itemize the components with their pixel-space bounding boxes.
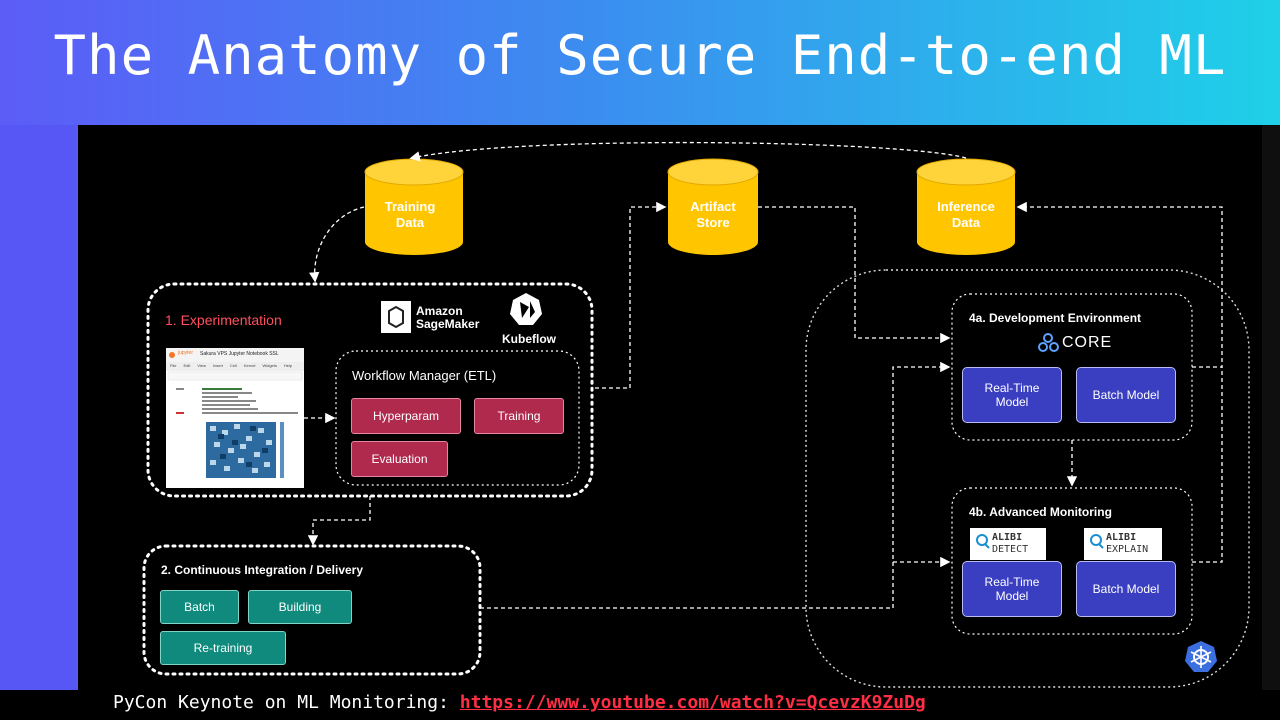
- heatmap-plot: [206, 422, 284, 478]
- training-step: Training: [474, 398, 564, 434]
- footer-bar: PyCon Keynote on ML Monitoring: https://…: [0, 690, 1280, 720]
- dev-environment-boundary: [951, 293, 1193, 441]
- ci-retraining-step: Re-training: [160, 631, 286, 665]
- dev-environment-label: 4a. Development Environment: [969, 311, 1142, 325]
- notebook-brand: jupyter: [178, 350, 194, 356]
- jupyter-notebook-thumbnail: jupyter Sakura VPS Jupyter Notebook SSL …: [166, 348, 304, 488]
- footer-text: PyCon Keynote on ML Monitoring: https://…: [113, 692, 926, 713]
- ci-batch-step: Batch: [160, 590, 239, 624]
- notebook-menu-item: Help: [283, 363, 293, 368]
- notebook-menu-item: File: [170, 363, 177, 368]
- notebook-menu-item: View: [197, 363, 206, 368]
- title-banner: [0, 0, 1280, 125]
- kubeflow-label: Kubeflow: [502, 332, 556, 346]
- hyperparam-step: Hyperparam: [351, 398, 461, 434]
- sagemaker-logo-icon: [381, 301, 411, 333]
- left-accent-strip: [0, 125, 78, 690]
- inference-data-store: [916, 158, 1016, 255]
- artifact-store: [667, 158, 759, 255]
- core-label: CORE: [1062, 334, 1113, 351]
- notebook-menu-item: Edit: [183, 363, 191, 368]
- slide-title: The Anatomy of Secure End-to-end ML: [53, 24, 1227, 87]
- ci-boundary: [142, 544, 482, 676]
- footer-prefix: PyCon Keynote on ML Monitoring:: [113, 692, 460, 713]
- ci-label: 2. Continuous Integration / Delivery: [161, 563, 364, 577]
- training-data-store: [364, 158, 464, 255]
- experimentation-label: 1. Experimentation: [165, 312, 282, 328]
- kubernetes-helm-icon: [1185, 641, 1217, 672]
- ci-building-step: Building: [248, 590, 352, 624]
- alibi-explain-logo: ALIBI EXPLAIN: [1084, 528, 1162, 560]
- evaluation-step: Evaluation: [351, 441, 448, 477]
- workflow-manager-boundary: [335, 350, 580, 486]
- right-edge-strip: [1262, 125, 1280, 690]
- notebook-menu-item: Widgets: [262, 363, 277, 368]
- seldon-core-logo-icon: [1038, 333, 1059, 352]
- monitoring-batch-model: Batch Model: [1076, 561, 1176, 617]
- kubeflow-logo-icon: [510, 293, 542, 325]
- kubernetes-cluster-boundary: [805, 269, 1250, 688]
- notebook-title: Sakura VPS Jupyter Notebook SSL: [200, 351, 279, 357]
- notebook-menu-item: Kernel: [243, 363, 256, 368]
- monitoring-label: 4b. Advanced Monitoring: [969, 505, 1112, 519]
- workflow-manager-label: Workflow Manager (ETL): [352, 368, 497, 383]
- dev-batch-model: Batch Model: [1076, 367, 1176, 423]
- notebook-menu-item: Cell: [229, 363, 237, 368]
- keynote-link[interactable]: https://www.youtube.com/watch?v=QcevzK9Z…: [459, 692, 926, 713]
- monitoring-boundary: [951, 487, 1193, 635]
- notebook-menu: File Edit View Insert Cell Kernel Widget…: [170, 363, 292, 368]
- notebook-menu-item: Insert: [212, 363, 223, 368]
